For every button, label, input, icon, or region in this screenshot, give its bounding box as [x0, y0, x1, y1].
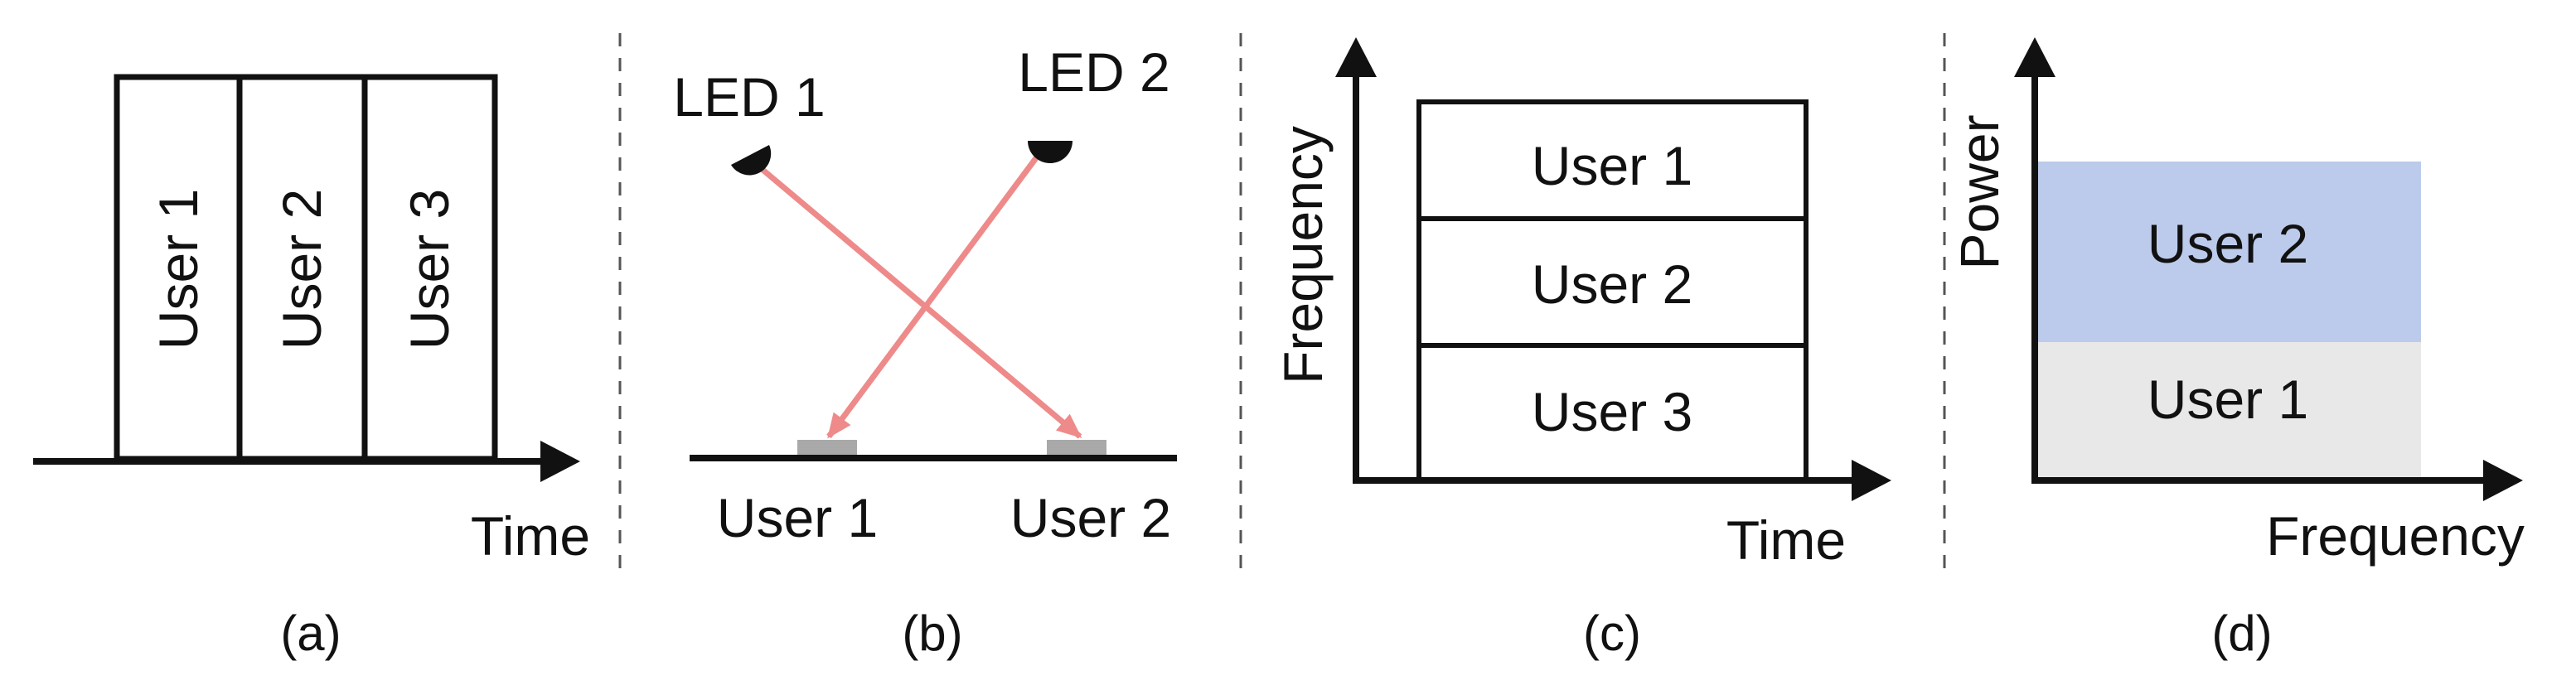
- caption-c: (c): [1583, 606, 1641, 661]
- panel-c: User 1 User 2 User 3 Frequency Time (c): [1272, 37, 1891, 661]
- led-2-label: LED 2: [1018, 41, 1169, 103]
- user-1-label: User 1: [717, 487, 878, 548]
- y-axis-arrowhead: [1335, 37, 1377, 77]
- slot-label-user-3: User 3: [399, 189, 460, 350]
- beam-led-2-to-user-1: [826, 147, 1045, 439]
- y-axis-arrowhead: [2014, 37, 2055, 77]
- level-label-user-2: User 2: [2147, 213, 2308, 274]
- x-axis-arrowhead: [2483, 460, 2523, 501]
- beam-led-1-to-user-2: [753, 162, 1082, 439]
- band-label-user-2: User 2: [1532, 253, 1692, 315]
- caption-a: (a): [280, 606, 341, 661]
- power-level-user-2: [2035, 162, 2421, 342]
- level-label-user-1: User 1: [2147, 369, 2308, 430]
- axis-label-frequency: Frequency: [2266, 505, 2525, 567]
- caption-b: (b): [902, 606, 962, 661]
- slot-label-user-2: User 2: [271, 189, 332, 350]
- receiver-user-2: [1047, 440, 1106, 455]
- panel-b: LED 1 LED 2 User 1 User 2 (b): [673, 41, 1177, 661]
- axis-label-power: Power: [1949, 114, 2010, 269]
- time-axis-arrowhead: [540, 441, 580, 482]
- panel-d: User 2 User 1 Power Frequency (d): [1949, 37, 2525, 661]
- axis-label-time: Time: [1726, 509, 1846, 571]
- led-1-label: LED 1: [673, 66, 825, 128]
- slot-label-user-1: User 1: [148, 189, 209, 350]
- axis-label-time: Time: [471, 505, 590, 567]
- user-2-label: User 2: [1010, 487, 1171, 548]
- led-2-icon: [1028, 141, 1073, 163]
- panel-a: User 1 User 2 User 3 Time (a): [33, 74, 590, 661]
- led-1-icon: [731, 145, 772, 176]
- power-level-user-1: [2035, 342, 2421, 477]
- x-axis-arrowhead: [1852, 460, 1891, 501]
- receiver-user-1: [797, 440, 857, 455]
- caption-d: (d): [2211, 606, 2272, 661]
- band-label-user-3: User 3: [1532, 381, 1692, 442]
- band-label-user-1: User 1: [1532, 135, 1692, 196]
- axis-label-frequency: Frequency: [1272, 126, 1334, 384]
